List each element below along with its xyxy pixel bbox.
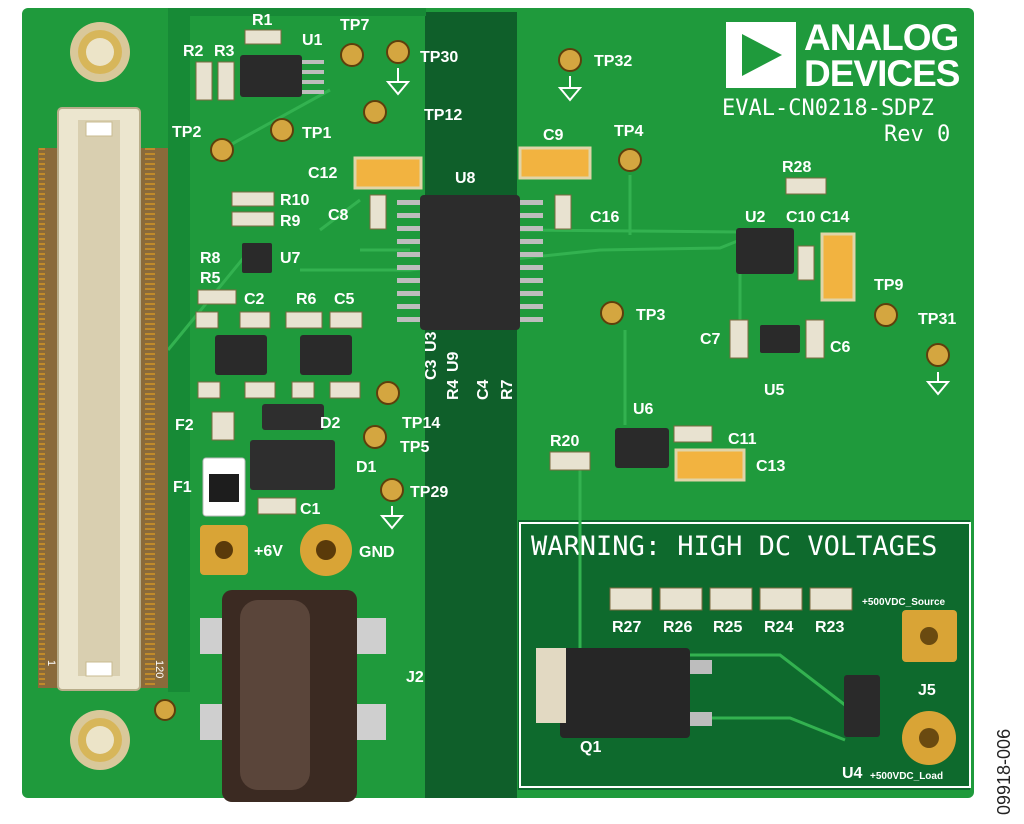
label-tp2: TP2 [172, 124, 201, 141]
label-f1: F1 [173, 479, 192, 496]
label-c2: C2 [244, 291, 265, 308]
label-r24: R24 [764, 619, 793, 636]
label-r8: R8 [200, 250, 221, 267]
label-c7: C7 [700, 331, 721, 348]
label-c3: C3 [423, 359, 440, 380]
logo-line2: DEVICES [804, 53, 960, 94]
label-tp3: TP3 [636, 307, 665, 324]
label-tp5: TP5 [400, 439, 429, 456]
label-u2: U2 [745, 209, 766, 226]
label-c1: C1 [300, 501, 321, 518]
label-c16: C16 [590, 209, 619, 226]
label-load: +500VDC_Load [870, 771, 943, 782]
board-revision: Rev 0 [884, 122, 950, 147]
label-tp7: TP7 [340, 17, 369, 34]
j2-power-jack [200, 590, 386, 802]
label-c5: C5 [334, 291, 355, 308]
ic-leads [302, 60, 712, 726]
figure-code: 09918-006 [994, 729, 1014, 815]
label-tp4: TP4 [614, 123, 643, 140]
label-r9: R9 [280, 213, 301, 230]
label-tp14: TP14 [402, 415, 440, 432]
label-r20: R20 [550, 433, 579, 450]
label-tp32: TP32 [594, 53, 632, 70]
label-c10: C10 [786, 209, 815, 226]
label-r27: R27 [612, 619, 641, 636]
warning-box [519, 522, 971, 788]
analog-devices-logo: ANALOG DEVICES [726, 17, 961, 94]
tantalum-capacitors [353, 146, 856, 482]
test-points [154, 40, 950, 721]
label-u7: U7 [280, 250, 301, 267]
silkscreen-labels: R1 R2 R3 U1 TP7 TP30 TP32 TP12 TP2 TP1 C… [172, 12, 956, 782]
label-j2: J2 [406, 669, 424, 686]
label-tp29: TP29 [410, 484, 448, 501]
label-d1: D1 [356, 459, 377, 476]
label-q1: Q1 [580, 739, 601, 756]
label-r7: R7 [499, 379, 516, 400]
label-u3: U3 [423, 331, 440, 352]
label-c9: C9 [543, 127, 564, 144]
label-tp9: TP9 [874, 277, 903, 294]
label-j5: J5 [918, 682, 936, 699]
logo-line1: ANALOG [804, 17, 958, 58]
pin120-label: 120 [153, 660, 165, 678]
label-r5: R5 [200, 270, 221, 287]
label-c11: C11 [728, 431, 757, 448]
label-r23: R23 [815, 619, 844, 636]
label-r6: R6 [296, 291, 317, 308]
warning-text: WARNING: HIGH DC VOLTAGES [531, 531, 937, 562]
label-u8: U8 [455, 170, 476, 187]
label-u4: U4 [842, 765, 863, 782]
ground-pour-center [425, 12, 517, 798]
ground-symbols [379, 68, 951, 530]
label-tp12: TP12 [424, 107, 462, 124]
label-c8: C8 [328, 207, 349, 224]
label-c6: C6 [830, 339, 851, 356]
label-c14: C14 [820, 209, 849, 226]
label-r26: R26 [663, 619, 692, 636]
label-u1: U1 [302, 32, 323, 49]
label-u9: U9 [445, 351, 462, 372]
label-c13: C13 [756, 458, 785, 475]
label-r3: R3 [214, 43, 235, 60]
ground-pour-left [168, 12, 190, 692]
label-gnd: GND [359, 544, 395, 561]
label-tp30: TP30 [420, 49, 458, 66]
label-r1: R1 [252, 12, 273, 29]
passives [195, 29, 853, 611]
label-plus6v: +6V [254, 543, 283, 560]
pin1-label: 1 [45, 660, 57, 666]
ground-pour-left-strip [168, 8, 426, 16]
label-c4: C4 [475, 379, 492, 400]
label-c12: C12 [308, 165, 337, 182]
label-tp1: TP1 [302, 125, 331, 142]
board-name: EVAL-CN0218-SDPZ [722, 96, 934, 121]
label-f2: F2 [175, 417, 194, 434]
mounting-holes [70, 22, 130, 770]
label-d2: D2 [320, 415, 341, 432]
sdp-connector: 120 1 [38, 107, 168, 691]
label-tp31: TP31 [918, 311, 956, 328]
label-u6: U6 [633, 401, 654, 418]
label-r28: R28 [782, 159, 811, 176]
label-r4: R4 [445, 379, 462, 400]
label-source: +500VDC_Source [862, 597, 946, 608]
label-r10: R10 [280, 192, 309, 209]
label-r25: R25 [713, 619, 742, 636]
label-u5: U5 [764, 382, 785, 399]
label-r2: R2 [183, 43, 204, 60]
main-ics [215, 55, 880, 738]
